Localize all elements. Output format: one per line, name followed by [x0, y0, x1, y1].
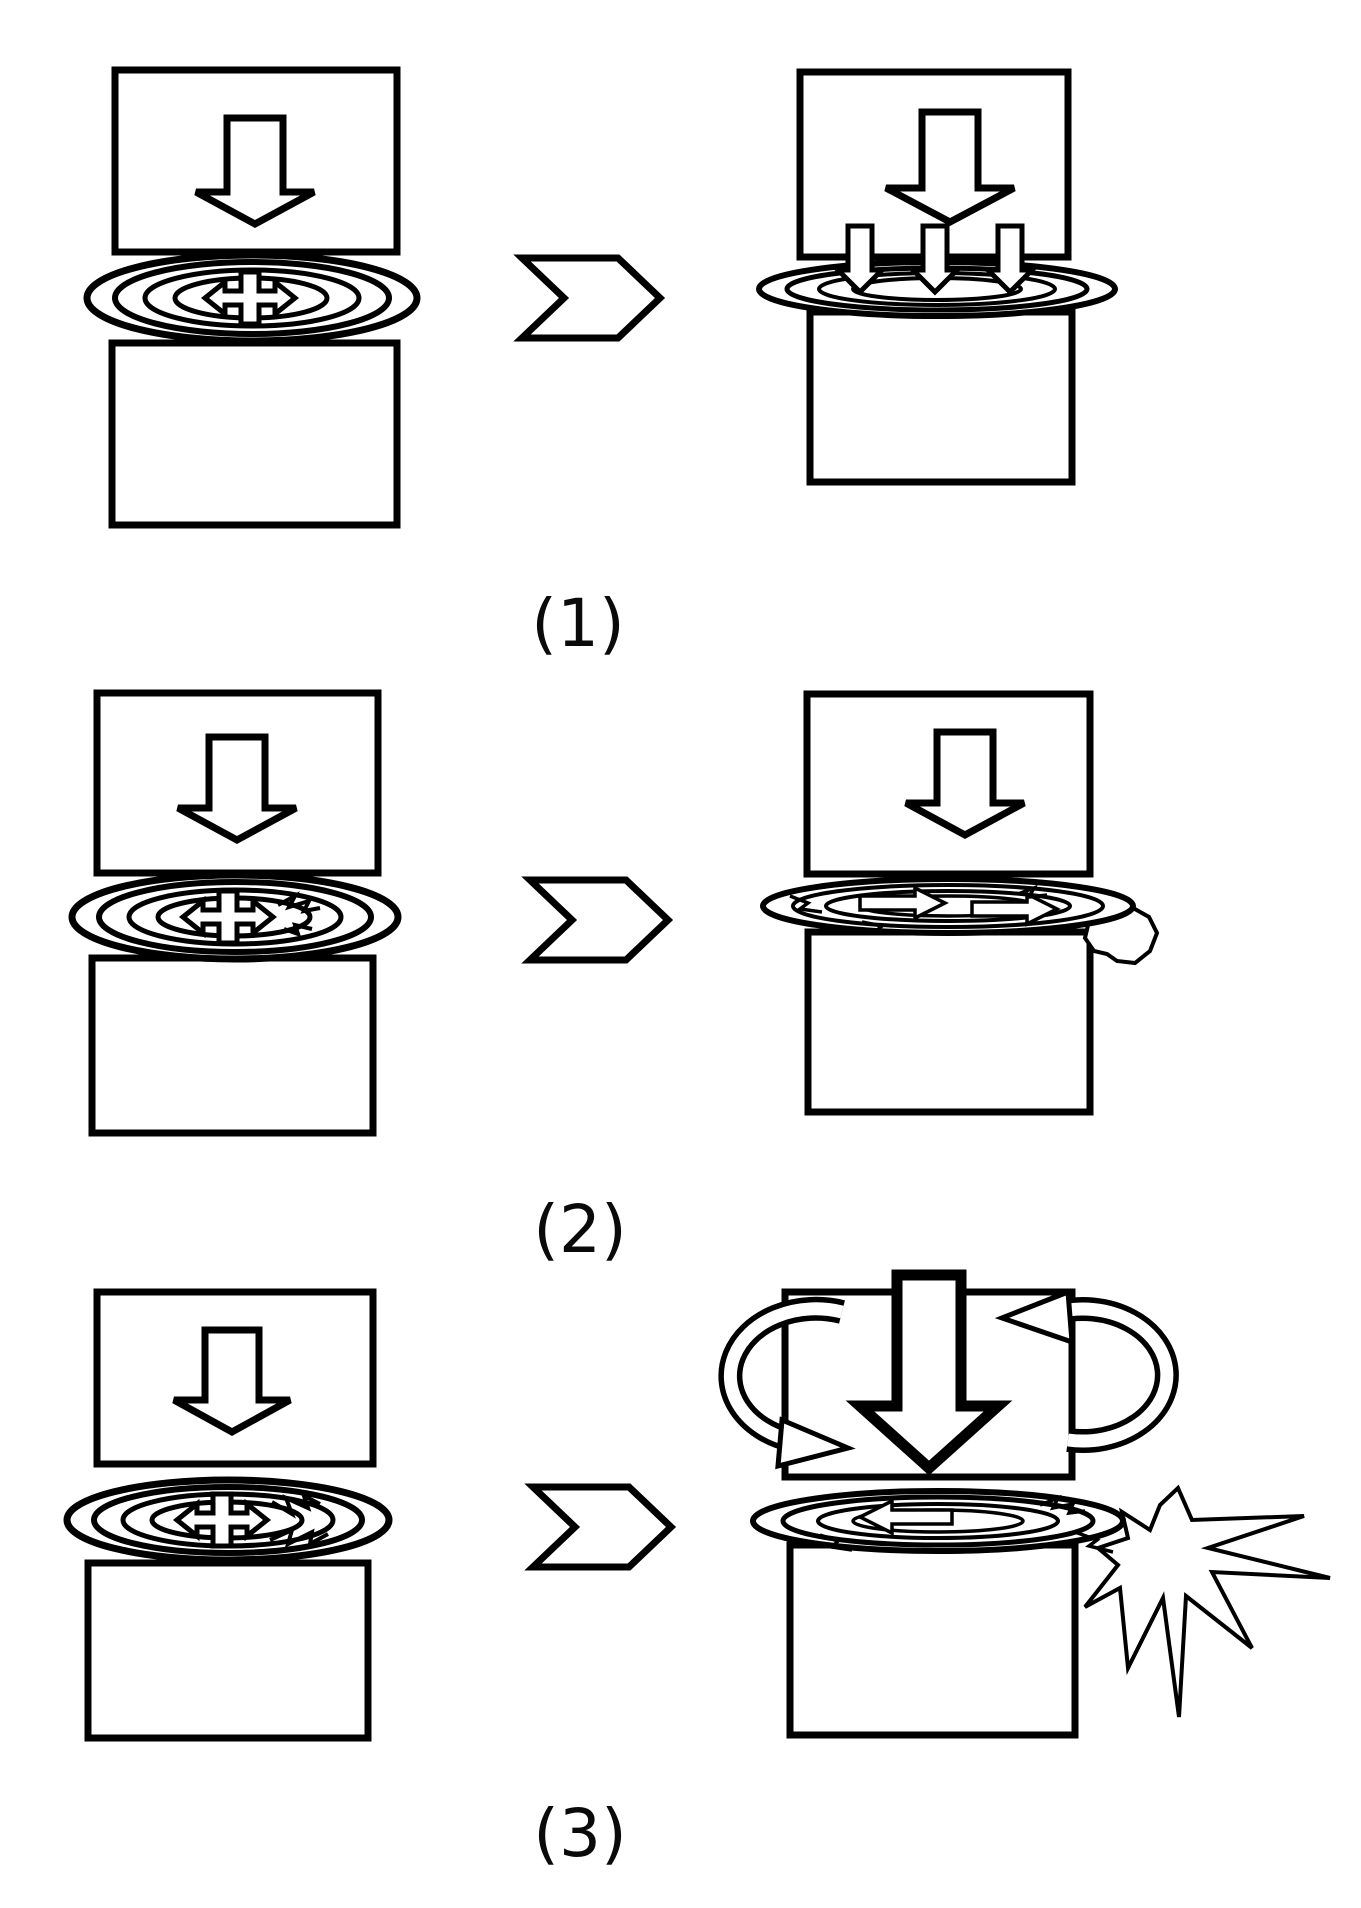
- panel-3-before: [63, 1288, 393, 1742]
- pressure-spread-arrow-icon: [178, 888, 278, 946]
- crack-icon: [819, 1494, 1114, 1554]
- load-down-arrow-icon: [176, 733, 298, 844]
- lower-vertebra-rect: [786, 1541, 1079, 1739]
- nucleus-flow-arrow-icon: [858, 885, 1061, 927]
- crack-icon: [277, 891, 321, 938]
- torsion-arrow-right-icon: [994, 1288, 1179, 1454]
- ruptured-disc-rings: [760, 876, 1136, 936]
- distributed-load-arrows-icon: [831, 223, 1039, 296]
- lower-vertebra-rect: [804, 928, 1094, 1116]
- row-1: (1): [83, 66, 1118, 662]
- row-2: (2): [68, 689, 1160, 1268]
- panel-3-after: [718, 1269, 1331, 1739]
- lower-vertebra-rect: [84, 1559, 372, 1742]
- load-down-arrow-icon: [904, 728, 1026, 839]
- row-3: (3): [63, 1269, 1331, 1872]
- load-down-arrow-icon: [194, 114, 316, 228]
- row-2-label: (2): [533, 1191, 627, 1268]
- lower-vertebra-rect: [108, 339, 401, 529]
- panel-2-after: [760, 690, 1160, 1116]
- lower-vertebra-rect: [806, 308, 1076, 486]
- pressure-spread-arrow-icon: [200, 269, 300, 327]
- panel-1-after: [756, 68, 1118, 486]
- load-down-arrow-icon: [884, 108, 1016, 226]
- transition-chevron-icon: [521, 876, 674, 964]
- load-down-arrow-icon: [172, 1326, 292, 1436]
- transition-chevron-icon: [513, 254, 666, 342]
- pressure-spread-arrow-icon: [172, 1491, 272, 1549]
- crack-icon: [269, 1492, 329, 1548]
- row-1-label: (1): [531, 585, 625, 662]
- lower-vertebra-rect: [88, 954, 377, 1137]
- crack-icon: [789, 884, 1048, 935]
- row-3-label: (3): [533, 1795, 627, 1872]
- heavy-load-down-arrow-icon: [845, 1269, 1013, 1476]
- transition-chevron-icon: [524, 1483, 677, 1571]
- panel-2-before: [68, 689, 402, 1137]
- torsion-arrow-left-icon: [718, 1296, 856, 1470]
- panel-1-before: [83, 66, 421, 529]
- nucleus-flow-arrow-icon: [856, 1498, 954, 1536]
